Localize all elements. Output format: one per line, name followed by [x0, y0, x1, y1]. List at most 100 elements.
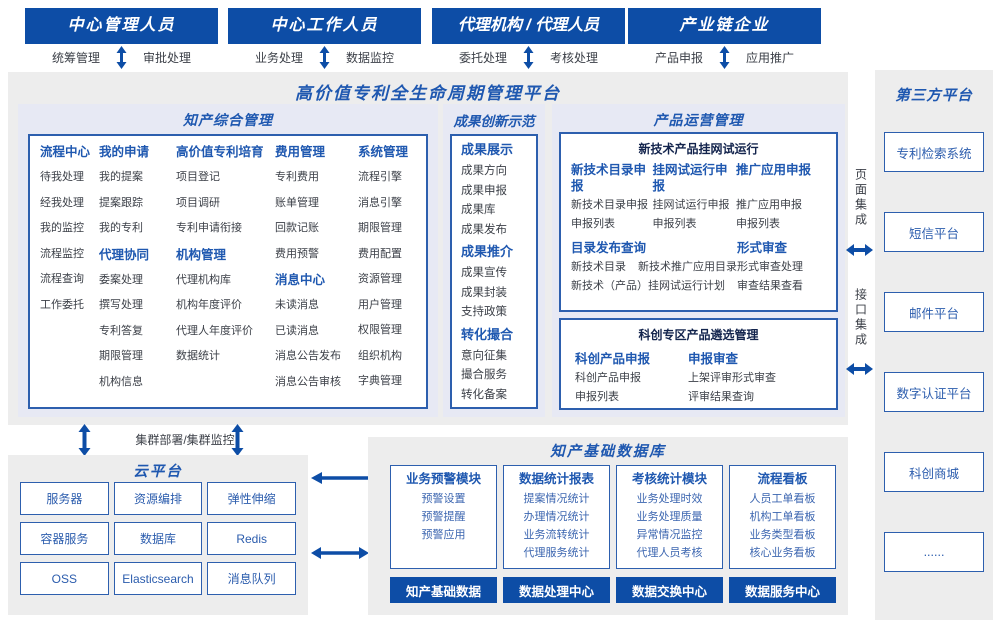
menu-item: 我的专利: [99, 222, 143, 234]
ip-column: 流程中心 待我处理经我处理我的监控流程监控流程查询工作委托: [40, 139, 96, 404]
menu-item: 撮合服务: [461, 369, 507, 381]
role-group-enterprise: 产业链企业 产品申报 应用推广: [628, 8, 821, 71]
menu-item: 费用配置: [358, 247, 402, 260]
third-party-box: ......: [884, 532, 984, 572]
menu-item: 代理机构库: [176, 273, 231, 286]
selection-title: 科创专区产品遴选管理: [638, 328, 759, 342]
menu-item: 流程查询: [40, 273, 84, 285]
menu-item: 资源管理: [358, 273, 402, 285]
menu-item: 支持政策: [461, 306, 507, 318]
third-party-panel: 第三方平台 专利检索系统短信平台邮件平台数字认证平台科创商城......: [875, 70, 993, 620]
menu-item: 业务处理时效: [636, 493, 703, 505]
menu-item: 成果宣传: [461, 267, 507, 279]
cloud-service-box: Elasticsearch: [113, 562, 203, 595]
menu-item: 新技术（产品）挂网试运行计划: [571, 280, 725, 292]
menu-item: 新技术推广应用目录: [638, 261, 737, 273]
updown-arrow-icon: [719, 46, 730, 69]
role-label: 应用推广: [746, 51, 795, 65]
menu-item: 费用预警: [275, 247, 319, 260]
ip-column: 费用管理 专利费用账单管理回款记账费用预警 消息中心 未读消息已读消息消息公告发…: [275, 139, 355, 404]
menu-item: 账单管理: [275, 196, 319, 209]
menu-item: 上架评审形式审查: [688, 372, 777, 384]
db-module-box: 考核统计模块 业务处理时效业务处理质量异常情况监控代理人员考核: [616, 465, 723, 569]
third-party-title: 第三方平台: [895, 88, 973, 104]
role-group-center-staff: 中心工作人员 业务处理 数据监控: [228, 8, 421, 71]
menu-item: 预警设置: [421, 493, 466, 505]
menu-item: 未读消息: [275, 299, 319, 311]
menu-group-title: 新技术目录申报: [571, 163, 647, 193]
role-banner: 中心管理人员: [25, 8, 218, 44]
product-ops-title: 产品运营管理: [653, 112, 744, 128]
achievement-box: 成果展示 成果方向成果申报成果库成果发布 成果推介 成果宣传成果封装支持政策 转…: [450, 134, 538, 409]
menu-item: 代理服务统计: [523, 547, 590, 559]
formal-review-section: 形式审查 形式审查处理审查结果查看: [737, 238, 826, 296]
menu-group-title: 代理协同: [99, 247, 150, 262]
menu-group-title: 成果推介: [461, 244, 514, 259]
menu-item: 委案处理: [99, 273, 143, 286]
menu-item: 工作委托: [40, 298, 84, 311]
ip-column: 我的申请 我的提案提案跟踪我的专利 代理协同 委案处理撰写处理专利答复期限管理机…: [99, 139, 173, 404]
data-center-button: 数据服务中心: [729, 577, 836, 603]
role-label: 统筹管理: [51, 51, 100, 65]
updown-arrow-icon: [319, 46, 330, 69]
menu-item: 业务类型看板: [749, 529, 816, 541]
cloud-service-box: 资源编排: [113, 482, 203, 515]
menu-item: 推广应用申报: [736, 199, 802, 211]
trial-title: 新技术产品挂网试运行: [638, 142, 759, 156]
menu-item: 期限管理: [99, 350, 143, 362]
menu-item: 项目登记: [176, 171, 220, 183]
role-label: 审批处理: [143, 51, 192, 65]
selection-column: 申报审查 上架评审形式审查评审结果查询: [688, 349, 776, 407]
menu-group-title: 目录发布查询: [571, 241, 647, 255]
menu-item: 申报列表: [736, 218, 780, 230]
menu-group-title: 机构管理: [176, 247, 227, 262]
menu-item: 专利申请衔接: [176, 222, 242, 234]
menu-item: 组织机构: [358, 349, 402, 362]
cloud-title: 云平台: [133, 464, 183, 480]
role-label: 考核处理: [550, 51, 599, 65]
achievement-panel: 成果创新示范 成果展示 成果方向成果申报成果库成果发布 成果推介 成果宣传成果封…: [443, 104, 545, 417]
db-module-box: 数据统计报表 提案情况统计办理情况统计业务流转统计代理服务统计: [503, 465, 610, 569]
menu-item: 字典管理: [358, 375, 402, 387]
menu-item: 待我处理: [40, 171, 84, 183]
ip-database-panel: 知产基础数据库 业务预警模块 预警设置预警提醒预警应用 数据统计报表 提案情况统…: [368, 437, 848, 615]
menu-item: 申报列表: [575, 391, 619, 403]
trial-column: 挂网试运行申报 挂网试运行申报申报列表: [653, 162, 731, 234]
third-party-box: 专利检索系统: [884, 132, 984, 172]
ip-mgmt-box: 流程中心 待我处理经我处理我的监控流程监控流程查询工作委托 我的申请 我的提案提…: [28, 134, 428, 409]
menu-group-title: 业务预警模块: [405, 472, 481, 486]
updown-arrow-icon: [116, 46, 127, 69]
cloud-service-box: Redis: [207, 522, 296, 555]
menu-item: 成果申报: [461, 184, 507, 197]
menu-item: 形式审查处理: [737, 261, 803, 273]
menu-item: 人员工单看板: [749, 493, 816, 505]
menu-item: 转化备案: [461, 388, 507, 401]
menu-group-title: 推广应用申报: [736, 163, 812, 177]
role-banner: 代理机构 / 代理人员: [432, 8, 625, 44]
updown-arrow-icon: [523, 46, 534, 69]
menu-group-title: 流程中心: [40, 145, 91, 159]
ip-mgmt-title: 知产综合管理: [183, 112, 273, 128]
menu-item: 机构信息: [99, 375, 143, 388]
menu-item: 成果封装: [461, 286, 507, 299]
cloud-service-box: 容器服务: [20, 522, 109, 555]
cloud-service-box: 弹性伸缩: [207, 482, 296, 515]
menu-group-title: 考核统计模块: [631, 472, 707, 486]
platform-panel: 高价值专利全生命周期管理平台 知产综合管理 流程中心 待我处理经我处理我的监控流…: [8, 72, 848, 425]
left-arrow-icon: [311, 472, 369, 484]
menu-item: 评审结果查询: [688, 391, 755, 403]
menu-item: 机构工单看板: [749, 511, 816, 523]
ip-mgmt-panel: 知产综合管理 流程中心 待我处理经我处理我的监控流程监控流程查询工作委托 我的申…: [18, 104, 438, 417]
menu-item: 专利答复: [99, 324, 143, 337]
third-party-box: 科创商城: [884, 452, 984, 492]
menu-item: 用户管理: [358, 298, 402, 311]
menu-item: 申报列表: [571, 218, 615, 230]
trial-column: 推广应用申报 推广应用申报申报列表: [736, 162, 826, 234]
catalog-query-section: 目录发布查询 新技术目录 新技术推广应用目录 新技术（产品）挂网试运行计划: [571, 238, 737, 296]
menu-group-title: 数据统计报表: [518, 472, 594, 486]
menu-item: 核心业务看板: [749, 547, 816, 559]
menu-item: 新技术目录: [571, 261, 626, 273]
menu-item: 提案跟踪: [99, 196, 143, 209]
menu-group-title: 费用管理: [275, 145, 326, 159]
